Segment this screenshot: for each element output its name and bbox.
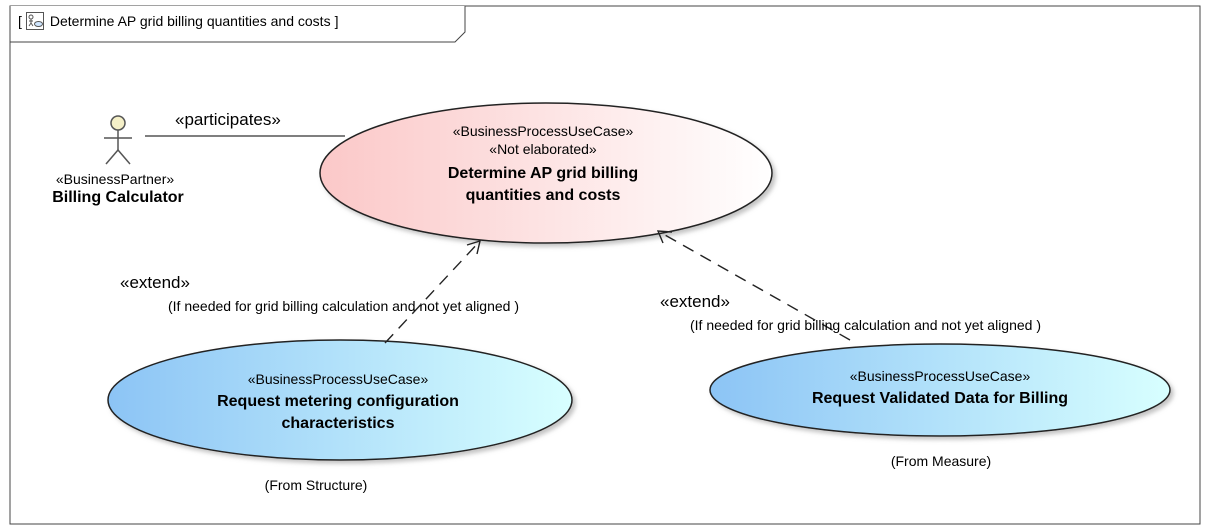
main-use-case-ellipse[interactable] [319, 102, 773, 244]
association-label: «participates» [175, 110, 281, 129]
actor-stereotype: «BusinessPartner» [55, 171, 175, 187]
frame-title-bracket-close: ] [334, 13, 339, 29]
right-use-case-ellipse[interactable] [709, 343, 1171, 437]
diagram-frame [9, 5, 1201, 525]
frame-title-tab [9, 6, 466, 43]
right-use-case-name: Request Validated Data for Billing [811, 390, 1069, 407]
extend-right-arrowhead [656, 230, 673, 244]
extend-right-condition: (If needed for grid billing calculation … [690, 317, 1041, 333]
right-use-case-stereotype: «BusinessProcessUseCase» [849, 368, 1031, 384]
main-use-case-stereotype-1: «BusinessProcessUseCase» [452, 123, 634, 139]
main-use-case-name-line1: Determine AP grid billing [447, 165, 639, 182]
left-use-case-stereotype: «BusinessProcessUseCase» [247, 371, 429, 387]
left-use-case-name-line2: characteristics [281, 415, 395, 432]
extend-right-label: «extend» [660, 292, 730, 311]
use-case-diagram-icon [25, 12, 44, 30]
left-use-case-name-line1: Request metering configuration [217, 393, 459, 410]
right-use-case-text: «BusinessProcessUseCase» Request Validat… [812, 368, 1068, 410]
extend-right-dashed-line[interactable] [657, 230, 851, 341]
actor-stick-figure-icon[interactable] [104, 115, 132, 165]
left-use-case-origin: (From Structure) [264, 477, 368, 493]
frame-title-text: Determine AP grid billing quantities and… [49, 13, 331, 29]
right-use-case-origin: (From Measure) [890, 453, 992, 469]
frame-title: [ Determine AP grid billing quantities a… [14, 8, 342, 34]
left-use-case-ellipse[interactable] [107, 339, 573, 461]
extend-left-condition: (If needed for grid billing calculation … [168, 298, 519, 314]
actor-name[interactable]: Billing Calculator [52, 189, 184, 206]
frame-title-bracket-open: [ [18, 13, 22, 29]
main-use-case-name-line2: quantities and costs [465, 187, 621, 204]
left-use-case-text: «BusinessProcessUseCase» Request meterin… [217, 371, 459, 435]
extend-left-arrowhead [466, 239, 481, 255]
main-use-case-stereotype-2: «Not elaborated» [489, 141, 597, 157]
extend-left-dashed-line[interactable] [384, 240, 481, 344]
extend-left-label: «extend» [120, 273, 190, 292]
main-use-case-text: «BusinessProcessUseCase» «Not elaborated… [448, 123, 638, 207]
